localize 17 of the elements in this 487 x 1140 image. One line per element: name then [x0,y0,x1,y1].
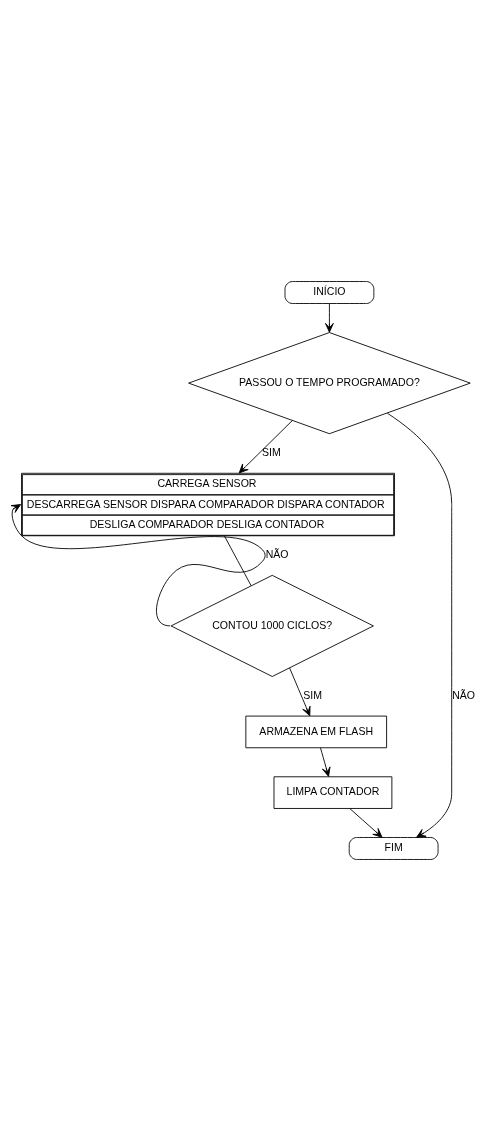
arrow [325,302,334,333]
node-diamond: PASSOU O TEMPO PROGRAMADO? [188,331,471,434]
edge-label: NÃO [452,688,475,701]
edge-label: NÃO [265,547,289,560]
node-box: FIM [348,836,439,860]
arrow [349,807,383,838]
arrow [289,667,311,716]
arrow [320,747,331,777]
arrow [386,412,453,838]
node-box: LIMPA CONTADOR [273,775,393,809]
node-box: INÍCIO [284,280,375,304]
node-diamond: CONTOU 1000 CICLOS? [170,574,374,677]
arrow [238,419,293,473]
edge-label: SIM [303,688,323,701]
edge-label: SIM [261,445,281,458]
arrow [10,503,266,626]
node-box: ARMAZENA EM FLASH [245,715,388,748]
